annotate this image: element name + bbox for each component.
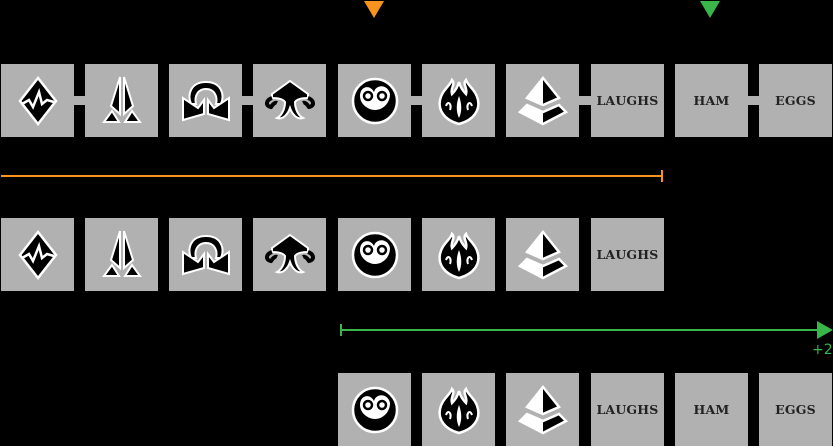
tile-eggs: EGGS xyxy=(759,64,832,137)
connector xyxy=(238,96,258,105)
green-offset-label: +2 xyxy=(812,342,833,358)
tile-swirl xyxy=(338,218,411,291)
tile-omega xyxy=(169,218,242,291)
omega-arch-icon xyxy=(181,80,230,121)
split-spire-icon xyxy=(101,76,142,123)
tile-label: HAM xyxy=(693,402,730,417)
connector xyxy=(743,96,763,105)
omega-arch-icon xyxy=(181,234,230,275)
layered-pyramid-icon xyxy=(517,384,568,434)
tile-tentacle xyxy=(253,64,326,137)
tile-ham: HAM xyxy=(675,373,748,446)
green-range-line xyxy=(340,329,820,331)
connector xyxy=(406,96,426,105)
tile-laughs: LAUGHS xyxy=(591,373,664,446)
tentacle-mushroom-icon xyxy=(264,79,315,119)
swirl-ring-icon xyxy=(351,231,398,278)
orange-range-line xyxy=(1,175,663,177)
tile-label: EGGS xyxy=(775,402,816,417)
ornate-flame-icon xyxy=(437,77,480,125)
tile-diamond xyxy=(1,218,74,291)
green-arrowhead-icon xyxy=(817,321,833,339)
swirl-ring-icon xyxy=(351,386,398,433)
orange-range-end-tick xyxy=(661,170,663,182)
tile-label: HAM xyxy=(693,93,730,108)
tile-swirl xyxy=(338,373,411,446)
tile-ham: HAM xyxy=(675,64,748,137)
tile-label: EGGS xyxy=(775,93,816,108)
tile-laughs: LAUGHS xyxy=(591,218,664,291)
tile-pyramid xyxy=(506,373,579,446)
tile-spire xyxy=(85,64,158,137)
tile-pyramid xyxy=(506,218,579,291)
tile-spire xyxy=(85,218,158,291)
layered-pyramid-icon xyxy=(517,75,568,125)
layered-pyramid-icon xyxy=(517,229,568,279)
tile-flame xyxy=(422,373,495,446)
connector xyxy=(70,96,90,105)
tile-flame xyxy=(422,64,495,137)
tile-tentacle xyxy=(253,218,326,291)
tile-laughs: LAUGHS xyxy=(591,64,664,137)
green-marker xyxy=(700,1,720,18)
tile-pyramid xyxy=(506,64,579,137)
ornate-flame-icon xyxy=(437,231,480,279)
connector xyxy=(575,96,595,105)
tile-diamond xyxy=(1,64,74,137)
orange-marker xyxy=(364,1,384,18)
swirl-ring-icon xyxy=(351,77,398,124)
tile-omega xyxy=(169,64,242,137)
split-spire-icon xyxy=(101,230,142,277)
tile-flame xyxy=(422,218,495,291)
diamond-zigzag-icon xyxy=(17,75,58,126)
diamond-zigzag-icon xyxy=(17,229,58,280)
ornate-flame-icon xyxy=(437,386,480,434)
tile-label: LAUGHS xyxy=(596,247,659,262)
tile-swirl xyxy=(338,64,411,137)
tentacle-mushroom-icon xyxy=(264,233,315,273)
tile-label: LAUGHS xyxy=(596,402,659,417)
tile-eggs: EGGS xyxy=(759,373,832,446)
tile-label: LAUGHS xyxy=(596,93,659,108)
